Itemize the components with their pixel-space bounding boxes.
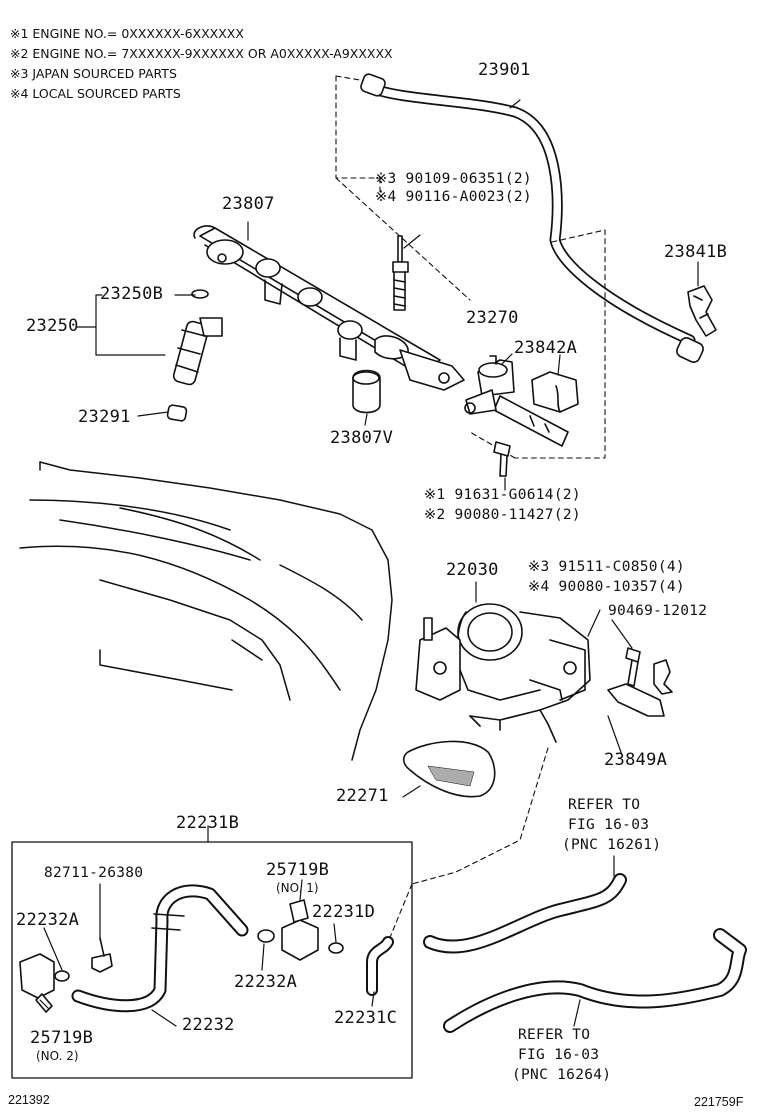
footer-left-id: 221392	[8, 1093, 50, 1107]
label-22232a-left: 22232A	[16, 910, 80, 930]
clip-82711	[91, 937, 113, 973]
clip-22232a-left	[54, 970, 70, 982]
stud-bolt-90109	[392, 235, 409, 311]
label-25719b-no2: 25719B	[30, 1028, 94, 1048]
note-2: ※2 ENGINE NO.= 7XXXXXX-9XXXXXX OR A0XXXX…	[10, 46, 393, 61]
footer-right-id: 221759F	[694, 1095, 744, 1109]
note-4: ※4 LOCAL SOURCED PARTS	[10, 86, 181, 101]
throttle-body-22030	[415, 603, 591, 743]
hose-22232	[71, 884, 249, 1013]
cap-23842a	[531, 371, 579, 413]
label-90469: 90469-12012	[608, 603, 708, 619]
gasket-22271	[402, 740, 496, 798]
refer-2-line2: FIG 16-03	[518, 1047, 600, 1063]
label-22231d: 22231D	[312, 902, 376, 922]
refer-2-line3: (PNC 16264)	[512, 1067, 612, 1083]
label-22271: 22271	[336, 786, 389, 806]
hose-16261	[423, 873, 627, 954]
label-25719b-no1: 25719B	[266, 860, 330, 880]
note-1: ※1 ENGINE NO.= 0XXXXXX-6XXXXXX	[10, 26, 244, 41]
regulator-23270	[464, 355, 569, 447]
label-23849a: 23849A	[604, 750, 668, 770]
refer-2-line1: REFER TO	[518, 1027, 591, 1043]
label-90109: ※3 90109-06351(2)	[375, 171, 532, 187]
label-23807: 23807	[222, 194, 275, 214]
leader-lines-mid	[402, 581, 633, 798]
label-22231b: 22231B	[176, 813, 240, 833]
label-23901: 23901	[478, 60, 531, 80]
hose-16264	[443, 928, 747, 1033]
insulator-23807v	[352, 369, 381, 414]
label-25719b-no2-sub: (NO. 2)	[36, 1049, 79, 1063]
clip-23841b	[687, 285, 717, 337]
label-91511: ※3 91511-C0850(4)	[528, 559, 685, 575]
label-90080-10357: ※4 90080-10357(4)	[528, 579, 685, 595]
clip-22231d	[328, 942, 344, 954]
refer-1-line1: REFER TO	[568, 797, 641, 813]
note-3: ※3 JAPAN SOURCED PARTS	[10, 66, 177, 81]
label-25719b-no1-sub: (NO. 1)	[276, 881, 319, 895]
refer-1-line3: (PNC 16261)	[562, 837, 662, 853]
vsv-25719b-no2	[19, 953, 55, 1013]
connector-dashed	[411, 747, 549, 885]
bolt-91631	[493, 441, 511, 477]
intake-manifold	[19, 461, 393, 761]
label-22232: 22232	[182, 1015, 235, 1035]
bolt-91511	[625, 647, 641, 687]
label-23291: 23291	[78, 407, 131, 427]
label-23841b: 23841B	[664, 242, 728, 262]
hose-kit-box-22231b	[11, 841, 413, 1079]
label-22231c: 22231C	[334, 1008, 398, 1028]
label-90116: ※4 90116-A0023(2)	[375, 189, 532, 205]
clip-90469	[653, 659, 673, 695]
hose-22231c	[366, 936, 394, 996]
clip-22232a-right	[257, 929, 275, 943]
injector-23250	[172, 289, 223, 386]
label-23807v: 23807V	[330, 428, 394, 448]
label-23250b: 23250B	[100, 284, 164, 304]
connector-dashed-2	[383, 883, 413, 953]
leader-lines	[75, 99, 699, 491]
label-91631: ※1 91631-G0614(2)	[424, 487, 581, 503]
fuel-hose-23901	[360, 73, 704, 363]
vsv-25719b-no1	[281, 899, 319, 961]
leader-lines-lower	[39, 879, 375, 1027]
ring-23291	[166, 404, 188, 422]
label-23270: 23270	[466, 308, 519, 328]
label-22232a-right: 22232A	[234, 972, 298, 992]
leader	[403, 234, 421, 249]
fuel-rail-23807	[193, 225, 465, 391]
label-23250: 23250	[26, 316, 79, 336]
label-22030: 22030	[446, 560, 499, 580]
label-82711: 82711-26380	[44, 865, 144, 881]
label-23842a: 23842A	[514, 338, 578, 358]
refer-1-line2: FIG 16-03	[568, 817, 650, 833]
label-90080-11427: ※2 90080-11427(2)	[424, 507, 581, 523]
bracket-23849a	[607, 683, 665, 717]
leader-ref2	[573, 999, 581, 1027]
